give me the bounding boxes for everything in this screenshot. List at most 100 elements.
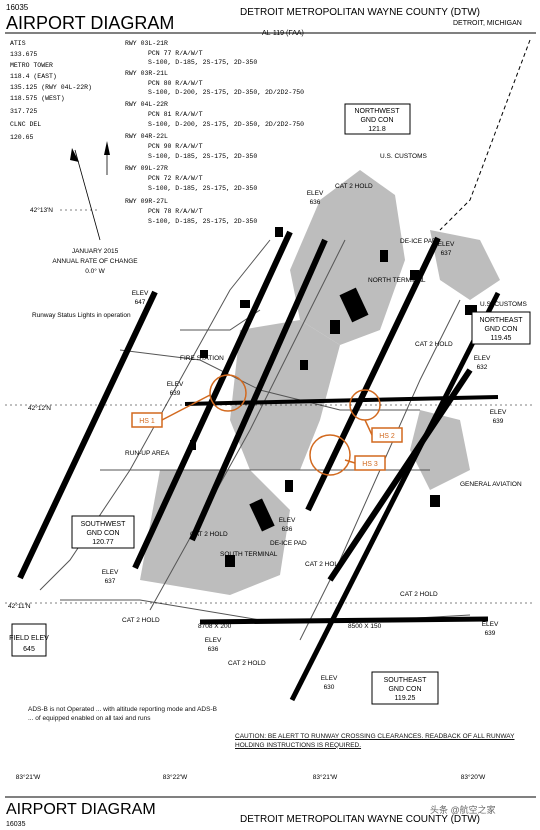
runway-south-parallel: [289, 291, 501, 702]
hotspot-labels: HS 1 HS 2 HS 3: [139, 418, 395, 468]
elevation-labels: ELEV 647 ELEV 636 ELEV 639 ELEV 637 ELEV…: [102, 190, 507, 691]
runway-09l-27r: [184, 395, 499, 406]
lat-label-3: 42°11'N: [8, 602, 31, 610]
rwy-table-line-3: RWY 03R-21L: [125, 70, 168, 77]
ground-control-southeast: SOUTHEAST GND CON 119.25: [371, 671, 439, 705]
rwy-table-line-2: S-100, D-185, 2S-175, 2D-350: [148, 59, 257, 66]
building-c1: [300, 360, 308, 370]
rwy-table-line-9: RWY 04R-22L: [125, 133, 168, 140]
rwy-table-line-8: S-100, D-200, 2S-175, 2D-350, 2D/2D2-750: [148, 121, 304, 128]
rwy-table-line-12: RWY 09L-27R: [125, 165, 168, 172]
rwy-table-line-17: S-100, D-185, 2S-175, 2D-350: [148, 218, 257, 225]
south-terminal-building: [249, 498, 275, 532]
building-e1: [465, 305, 477, 315]
svg-text:GND CON: GND CON: [388, 686, 421, 693]
svg-text:GND CON: GND CON: [360, 117, 393, 124]
svg-text:SOUTHEAST: SOUTHEAST: [384, 677, 428, 684]
hotspot-label-3: HS 3: [362, 461, 378, 468]
runway-09r-27l: [199, 616, 489, 625]
longitude-labels: 83°21'W 83°22'W 83°21'W 83°20'W: [16, 773, 486, 781]
ground-control-southwest: SOUTHWEST GND CON 120.77: [71, 515, 135, 549]
building-s1: [225, 555, 235, 567]
building-n1: [330, 320, 340, 334]
lon-label-1: 83°21'W: [16, 773, 41, 781]
rwy-table-line-11: S-100, D-185, 2S-175, 2D-350: [148, 153, 257, 160]
elev-tag-10: ELEV: [321, 675, 338, 682]
building-n4: [275, 227, 283, 237]
runway-04l-22r: [189, 238, 328, 542]
elev-tag-8: ELEV: [279, 517, 296, 524]
svg-text:FIELD ELEV: FIELD ELEV: [9, 635, 49, 642]
label-status-lights: Runway Status Lights in operation: [32, 312, 131, 319]
freq-line-7: CLNC DEL: [10, 121, 41, 128]
building-n2: [380, 250, 388, 262]
hotspot-box-2: [371, 427, 403, 443]
freq-line-0: ATIS: [10, 40, 26, 47]
building-w3: [190, 440, 196, 450]
elev-value-5: 632: [477, 364, 488, 371]
label-cat2-hold-7: CAT 2 HOLD: [228, 660, 266, 667]
freq-line-2: METRO TOWER: [10, 62, 53, 69]
rwy-table-line-1: PCN 77 R/A/W/T: [148, 50, 203, 57]
svg-text:119.45: 119.45: [491, 335, 512, 342]
label-general-aviation: GENERAL AVIATION: [460, 481, 522, 488]
freq-line-4: 135.125 (RWY 04L-22R): [10, 84, 92, 91]
ground-control-northeast: NORTHEAST GND CON 119.45: [471, 311, 531, 345]
amdt-number-bottom: 16035: [6, 821, 26, 828]
svg-text:NORTHEAST: NORTHEAST: [479, 317, 523, 324]
elev-tag-9: ELEV: [205, 637, 222, 644]
freq-line-5: 118.575 (WEST): [10, 95, 65, 102]
rwy-table-line-14: S-100, D-185, 2S-175, 2D-350: [148, 185, 257, 192]
ramp-west-strip: [140, 470, 185, 585]
svg-text:645: 645: [23, 646, 35, 653]
lon-label-4: 83°20'W: [461, 773, 486, 781]
elev-value-2: 636: [310, 199, 321, 206]
rwy-table-line-4: PCN 80 R/A/W/T: [148, 80, 203, 87]
label-cat2-hold-6: CAT 2 HOLD: [400, 591, 438, 598]
elev-tag-11: ELEV: [482, 621, 499, 628]
elev-tag-4: ELEV: [102, 569, 119, 576]
rwy-table-line-16: PCN 78 R/A/W/T: [148, 208, 203, 215]
ground-control-northwest: NORTHWEST GND CON 121.8: [344, 103, 411, 135]
building-c2: [285, 480, 293, 492]
building-w2: [240, 300, 250, 308]
label-cat2-hold-2: CAT 2 HOLD: [415, 341, 453, 348]
dim-west: 10001 X 150: [68, 434, 90, 471]
diagram-title-bottom: AIRPORT DIAGRAM: [6, 801, 156, 818]
adsb-note: ADS-B is not Operated ... with altitude …: [28, 706, 217, 722]
variation-rate-label: ANNUAL RATE OF CHANGE: [52, 258, 138, 265]
runway-04r-22l: [305, 236, 441, 512]
label-deice-north: DE-ICE PAD: [400, 238, 437, 245]
label-cat2-hold-5: CAT 2 HOLD: [305, 561, 343, 568]
svg-text:GND CON: GND CON: [86, 530, 119, 537]
elev-tag-5: ELEV: [474, 355, 491, 362]
freq-line-3: 118.4 (EAST): [10, 73, 57, 80]
rwy-table-line-13: PCN 72 R/A/W/T: [148, 175, 203, 182]
rwy-table-line-6: RWY 04L-22R: [125, 101, 168, 108]
ramp-north: [290, 170, 405, 345]
rwy-table-line-5: S-100, D-200, 2S-175, 2D-350, 2D/2D2-750: [148, 89, 304, 96]
freq-line-1: 133.675: [10, 51, 37, 58]
hotspots: [131, 374, 403, 476]
lon-label-2: 83°22'W: [163, 773, 188, 781]
lat-label-2: 42°12'N: [28, 404, 51, 412]
rwy-table-line-10: PCN 90 R/A/W/T: [148, 143, 203, 150]
elev-tag-3: ELEV: [167, 381, 184, 388]
elev-value-10: 630: [324, 684, 335, 691]
hotspot-label-2: HS 2: [379, 433, 395, 440]
label-north-terminal: NORTH TERMINAL: [368, 277, 426, 284]
elev-tag-2: ELEV: [307, 190, 324, 197]
elev-value-1: 647: [135, 299, 146, 306]
elev-value-7: 637: [441, 250, 452, 257]
magnetic-variation: JANUARY 2015 ANNUAL RATE OF CHANGE 0.0° …: [52, 248, 138, 275]
hotspot-box-1: [131, 412, 163, 428]
svg-text:121.8: 121.8: [368, 126, 386, 133]
north-terminal-building: [339, 287, 369, 323]
latitude-labels: 42°13'N 42°12'N 42°11'N: [5, 206, 535, 610]
rwy-table-line-0: RWY 03L-21R: [125, 40, 168, 47]
city-name-top: DETROIT, MICHIGAN: [453, 20, 522, 27]
frequency-list: ATIS 133.675 METRO TOWER 118.4 (EAST) 13…: [10, 40, 92, 141]
runway-data-table: RWY 03L-21R PCN 77 R/A/W/T S-100, D-185,…: [125, 40, 304, 225]
dim-09l: 8708 X 200: [198, 623, 232, 630]
variation-rate-value: 0.0° W: [85, 267, 105, 275]
